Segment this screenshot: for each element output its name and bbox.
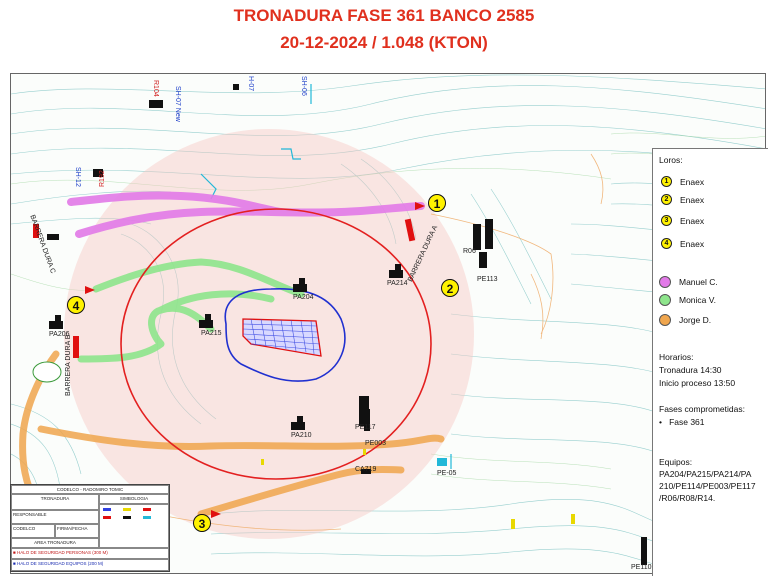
loro-marker-3[interactable]: 3 xyxy=(193,514,211,532)
equipment-label-pa214: PA214 xyxy=(387,280,408,287)
equipment-label-pa204: PA204 xyxy=(293,294,314,301)
legend-loro-2: 2 Enaex xyxy=(659,194,704,205)
legend-equipos-title: Equipos: xyxy=(659,457,693,467)
titleblock-firma: FIRMA/FECHA xyxy=(55,524,99,538)
equipment-glyphs xyxy=(47,84,647,565)
titleblock-col1: TRONADURA xyxy=(11,494,99,510)
halo-personas-circle xyxy=(120,208,432,480)
halo-equipos-swatch-icon: ■ xyxy=(13,561,17,566)
legend-person-manuel-swatch xyxy=(659,276,671,288)
blast-zone xyxy=(242,318,322,357)
legend-horarios-title: Horarios: xyxy=(659,352,694,362)
titleblock-foot-personas: ■ HALO DE SEGURIDAD PERSONAS (300 M) xyxy=(11,548,169,559)
equipment-label-sh07-new: SH-07 New xyxy=(174,86,181,122)
legend-person-monica-swatch xyxy=(659,294,671,306)
titleblock-col2: SIMBOLOGIA xyxy=(99,494,169,504)
titleblock-foot-equipos-label: HALO DE SEGURIDAD EQUIPOS (200 M) xyxy=(16,561,104,566)
white-oval xyxy=(32,361,62,383)
equipment-label-h07: H-07 xyxy=(247,76,254,92)
loro-marker-4[interactable]: 4 xyxy=(67,296,85,314)
legend-fase-item: • Fase 361 xyxy=(659,417,705,428)
equipment-label-sh12: SH-12 xyxy=(74,167,81,187)
equipment-label-ca719: CA719 xyxy=(355,466,377,473)
titleblock-area: AREA TRONADURA xyxy=(11,538,99,548)
equipment-label-pe117: PE117 xyxy=(355,424,376,431)
legend-loro-1-label: Enaex xyxy=(680,176,705,187)
equipment-label-pa210: PA210 xyxy=(291,432,312,439)
loro-marker-2[interactable]: 2 xyxy=(441,279,459,297)
drawing-title-block: CODELCO - RADOMIRO TOMIC TRONADURA SIMBO… xyxy=(10,484,170,572)
equipment-label-sh06: SH-06 xyxy=(300,76,307,96)
equipment-label-pe05: PE-05 xyxy=(437,470,457,477)
contour-lines-green xyxy=(11,132,765,490)
equipment-label-pa215: PA215 xyxy=(201,330,222,337)
titleblock-foot-equipos: ■ HALO DE SEGURIDAD EQUIPOS (200 M) xyxy=(11,559,169,571)
equipment-label-r192: R192 xyxy=(99,170,106,187)
barrier-label-b: BARRERA DURA B xyxy=(65,334,72,396)
equipment-label-pe110: PE110 xyxy=(631,564,652,571)
barrier-a xyxy=(404,218,416,242)
pe05-glyph xyxy=(437,458,447,466)
legend-fases-title: Fases comprometidas: xyxy=(659,404,745,414)
equipment-label-pe113: PE113 xyxy=(477,276,498,283)
path-monica xyxy=(77,258,305,363)
legend-person-jorge-label: Jorge D. xyxy=(679,315,712,325)
halo-equipos-circle xyxy=(224,288,346,382)
barriers xyxy=(33,218,416,358)
legend-person-manuel: Manuel C. xyxy=(659,276,718,288)
legend-person-manuel-label: Manuel C. xyxy=(679,277,718,287)
legend-person-jorge-swatch xyxy=(659,314,671,326)
yellow-annotations xyxy=(261,449,575,529)
legend-loro-4: 4 Enaex xyxy=(659,238,704,249)
titleblock-header: CODELCO - RADOMIRO TOMIC xyxy=(11,485,169,494)
legend-loros-title: Loros: xyxy=(659,155,683,165)
symbology-swatches xyxy=(103,508,151,519)
legend-loro-3: 3 Enaex xyxy=(659,215,704,226)
equipment-label-r06: R06 xyxy=(463,248,476,255)
marker-flags xyxy=(85,202,425,518)
map-legend: Loros: 1 Enaex 2 Enaex 3 Enaex 4 Enaex M… xyxy=(652,148,768,576)
legend-loro-3-label: Enaex xyxy=(680,215,705,226)
barrier-b xyxy=(73,336,79,358)
barrier-c xyxy=(33,224,39,238)
titleblock-codelco: CODELCO xyxy=(11,524,55,538)
equipment-label-pa206: PA206 xyxy=(49,331,70,338)
legend-loro-1: 1 Enaex xyxy=(659,176,704,187)
legend-horario-inicio: Inicio proceso 13:50 xyxy=(659,378,736,388)
legend-horario-tronadura: Tronadura 14:30 xyxy=(659,365,722,375)
legend-equipos-line-1: PA204/PA215/PA214/PA xyxy=(659,469,752,479)
bullet-icon: • xyxy=(659,417,670,427)
legend-loro-2-label: Enaex xyxy=(680,194,705,205)
map-title: TRONADURA FASE 361 BANCO 2585 xyxy=(233,6,535,25)
legend-loro-4-label: Enaex xyxy=(680,238,705,249)
loro-marker-1[interactable]: 1 xyxy=(428,194,446,212)
legend-equipos-line-3: /R06/R08/R14. xyxy=(659,493,716,503)
legend-person-jorge: Jorge D. xyxy=(659,314,711,326)
legend-loro-4-marker: 4 xyxy=(661,238,672,249)
legend-loro-1-marker: 1 xyxy=(661,176,672,187)
path-manuel xyxy=(67,191,425,238)
legend-loro-3-marker: 3 xyxy=(661,215,672,226)
map-subtitle: 20-12-2024 / 1.048 (KTON) xyxy=(280,33,488,52)
titleblock-responsable: RESPONSABLE xyxy=(11,510,99,524)
legend-loro-2-marker: 2 xyxy=(661,194,672,205)
equipment-label-r104: R104 xyxy=(152,80,159,97)
map-canvas xyxy=(11,74,765,567)
titleblock-foot-personas-label: HALO DE SEGURIDAD PERSONAS (300 M) xyxy=(16,550,108,555)
titleblock-symbology-area xyxy=(99,504,169,548)
halo-personas-swatch-icon: ■ xyxy=(13,550,17,555)
legend-equipos-line-2: 210/PE114/PE003/PE117 xyxy=(659,481,756,491)
legend-fase-label: Fase 361 xyxy=(669,417,705,427)
legend-person-monica-label: Monica V. xyxy=(679,295,717,305)
equipment-label-pe003: PE003 xyxy=(365,440,387,447)
legend-person-monica: Monica V. xyxy=(659,294,716,306)
